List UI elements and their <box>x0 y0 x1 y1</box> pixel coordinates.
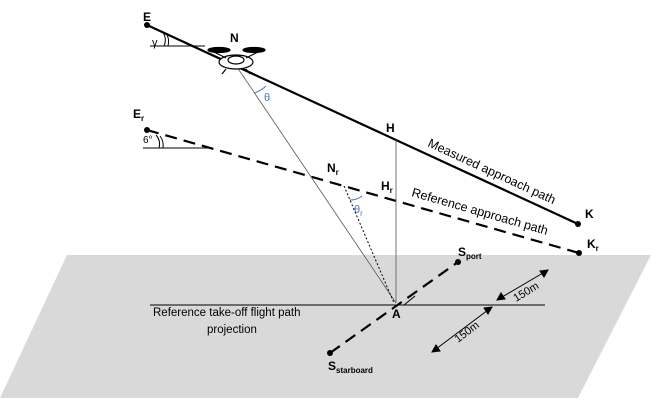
label-A: A <box>392 307 401 321</box>
gamma-angle-arc-inner <box>161 30 166 47</box>
point-S-port <box>455 259 461 265</box>
six-degree-arc-inner <box>155 134 160 149</box>
six-degree-arc <box>159 135 164 149</box>
ground-plane <box>0 255 651 398</box>
sideline-dashed <box>329 261 459 354</box>
label-six-degrees: 6° <box>143 135 153 146</box>
point-Kr <box>576 250 582 256</box>
point-K <box>575 221 581 227</box>
label-K: K <box>585 207 594 221</box>
line-N-to-A <box>236 66 397 304</box>
line-Nr-to-A <box>343 185 395 304</box>
point-E <box>144 22 150 28</box>
point-Er <box>144 127 150 133</box>
dimension-arrow-1 <box>496 269 549 301</box>
label-takeoff-projection-line1: Reference take-off flight path <box>153 307 300 319</box>
angle-mark-A <box>403 295 416 306</box>
label-E: E <box>143 10 151 24</box>
theta-arc <box>253 85 267 94</box>
label-gamma: γ <box>152 37 158 49</box>
label-S-port: Sport <box>458 245 482 261</box>
drone-icon <box>207 46 266 75</box>
label-Er: Er <box>133 107 144 123</box>
label-N: N <box>230 31 239 45</box>
label-theta-r: θr <box>354 204 363 218</box>
dimension-arrow-2 <box>431 306 493 353</box>
measured-approach-path <box>146 24 579 225</box>
label-S-starboard: Sstarboard <box>328 359 373 375</box>
gamma-angle-arc <box>165 32 170 47</box>
label-takeoff-projection-line2: projection <box>207 324 257 336</box>
label-Kr: Kr <box>587 237 599 253</box>
label-H: H <box>386 121 395 135</box>
theta-r-arc <box>349 195 363 201</box>
label-Hr: Hr <box>381 179 393 195</box>
point-S-starboard <box>327 350 333 356</box>
label-theta: θ <box>264 92 270 104</box>
label-Nr: Nr <box>327 161 339 177</box>
